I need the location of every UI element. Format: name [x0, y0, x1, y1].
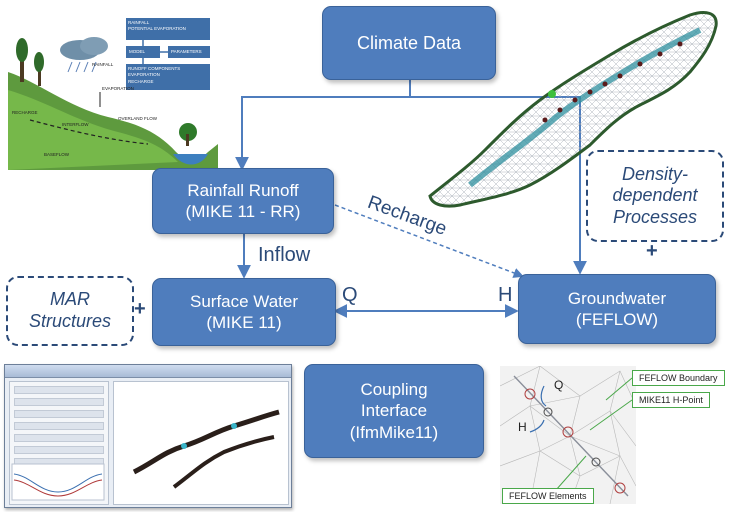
mar-line-2: Structures	[28, 311, 112, 331]
flow-box-model: MODEL	[129, 49, 146, 54]
plus-density: +	[646, 240, 658, 262]
density-line-3: Processes	[612, 206, 698, 227]
mike11-window-screenshot	[4, 364, 292, 508]
climate-data-box[interactable]: Climate Data	[322, 6, 496, 80]
coupling-interface-box[interactable]: Coupling Interface (IfmMike11)	[304, 364, 484, 458]
mesh-h-label: H	[518, 420, 527, 434]
window-profile-plot	[11, 463, 105, 501]
mar-line-1: MAR	[50, 289, 90, 310]
rainfall-runoff-box[interactable]: Rainfall Runoff (MIKE 11 - RR)	[152, 168, 334, 234]
rainfall-runoff-sublabel: (MIKE 11 - RR)	[185, 202, 301, 221]
rainfall-runoff-label: Rainfall Runoff	[187, 180, 299, 200]
feflow-boundary-callout: FEFLOW Boundary	[632, 370, 725, 386]
mike11-hpoint-callout: MIKE11 H-Point	[632, 392, 710, 408]
window-settings-panel	[9, 381, 109, 505]
recharge-caption: RECHARGE	[12, 110, 38, 115]
surface-water-label: Surface Water	[189, 291, 299, 311]
groundwater-sublabel: (FEFLOW)	[575, 310, 659, 329]
density-line-1: Density-	[621, 163, 688, 184]
coupling-label-3: (IfmMike11)	[349, 422, 439, 442]
flow-box-3: RUNOFF COMPONENTS EVAPORATION RECHARGE	[128, 66, 181, 84]
flow-box-1: RAINFALL POTENTIAL EVAPORATION	[128, 20, 186, 32]
window-titlebar	[5, 365, 291, 378]
interflow-caption: INTERFLOW	[62, 122, 89, 127]
mesh-triangles	[500, 366, 636, 504]
coupling-label-2: Interface	[360, 401, 428, 421]
mesh-inset: Q H	[500, 366, 636, 504]
q-label: Q	[342, 284, 358, 306]
recharge-arrow	[334, 204, 524, 278]
plus-mar: +	[134, 298, 146, 320]
groundwater-box[interactable]: Groundwater (FEFLOW)	[518, 274, 716, 344]
flow-box-parameters: PARAMETERS	[171, 49, 202, 54]
mesh-q-label: Q	[554, 378, 564, 392]
hydrology-inset: RAINFALL POTENTIAL EVAPORATION MODEL PAR…	[8, 12, 218, 170]
coupling-label-1: Coupling	[360, 380, 428, 400]
evaporation-caption: EVAPORATION	[102, 86, 134, 91]
density-line-2: dependent	[612, 185, 698, 206]
baseflow-caption: BASEFLOW	[44, 152, 70, 157]
climate-data-label: Climate Data	[356, 32, 462, 53]
feflow-elements-callout: FEFLOW Elements	[502, 488, 594, 504]
climate-to-groundwater-arrow	[410, 96, 587, 275]
inflow-label: Inflow	[258, 244, 311, 266]
groundwater-label: Groundwater	[567, 288, 667, 308]
window-river-plot	[132, 409, 280, 489]
density-processes-box: Density- dependent Processes	[586, 150, 724, 242]
rainfall-caption: RAINFALL	[92, 62, 114, 67]
surface-water-box[interactable]: Surface Water (MIKE 11)	[152, 278, 336, 346]
surface-water-sublabel: (MIKE 11)	[206, 313, 282, 332]
overland-caption: OVERLAND FLOW	[118, 116, 158, 121]
h-label: H	[498, 284, 513, 306]
window-map-panel	[113, 381, 289, 505]
hydrology-illustration	[8, 12, 218, 170]
climate-to-rainfall-arrow	[235, 96, 410, 171]
mar-structures-box: MAR Structures	[6, 276, 134, 346]
